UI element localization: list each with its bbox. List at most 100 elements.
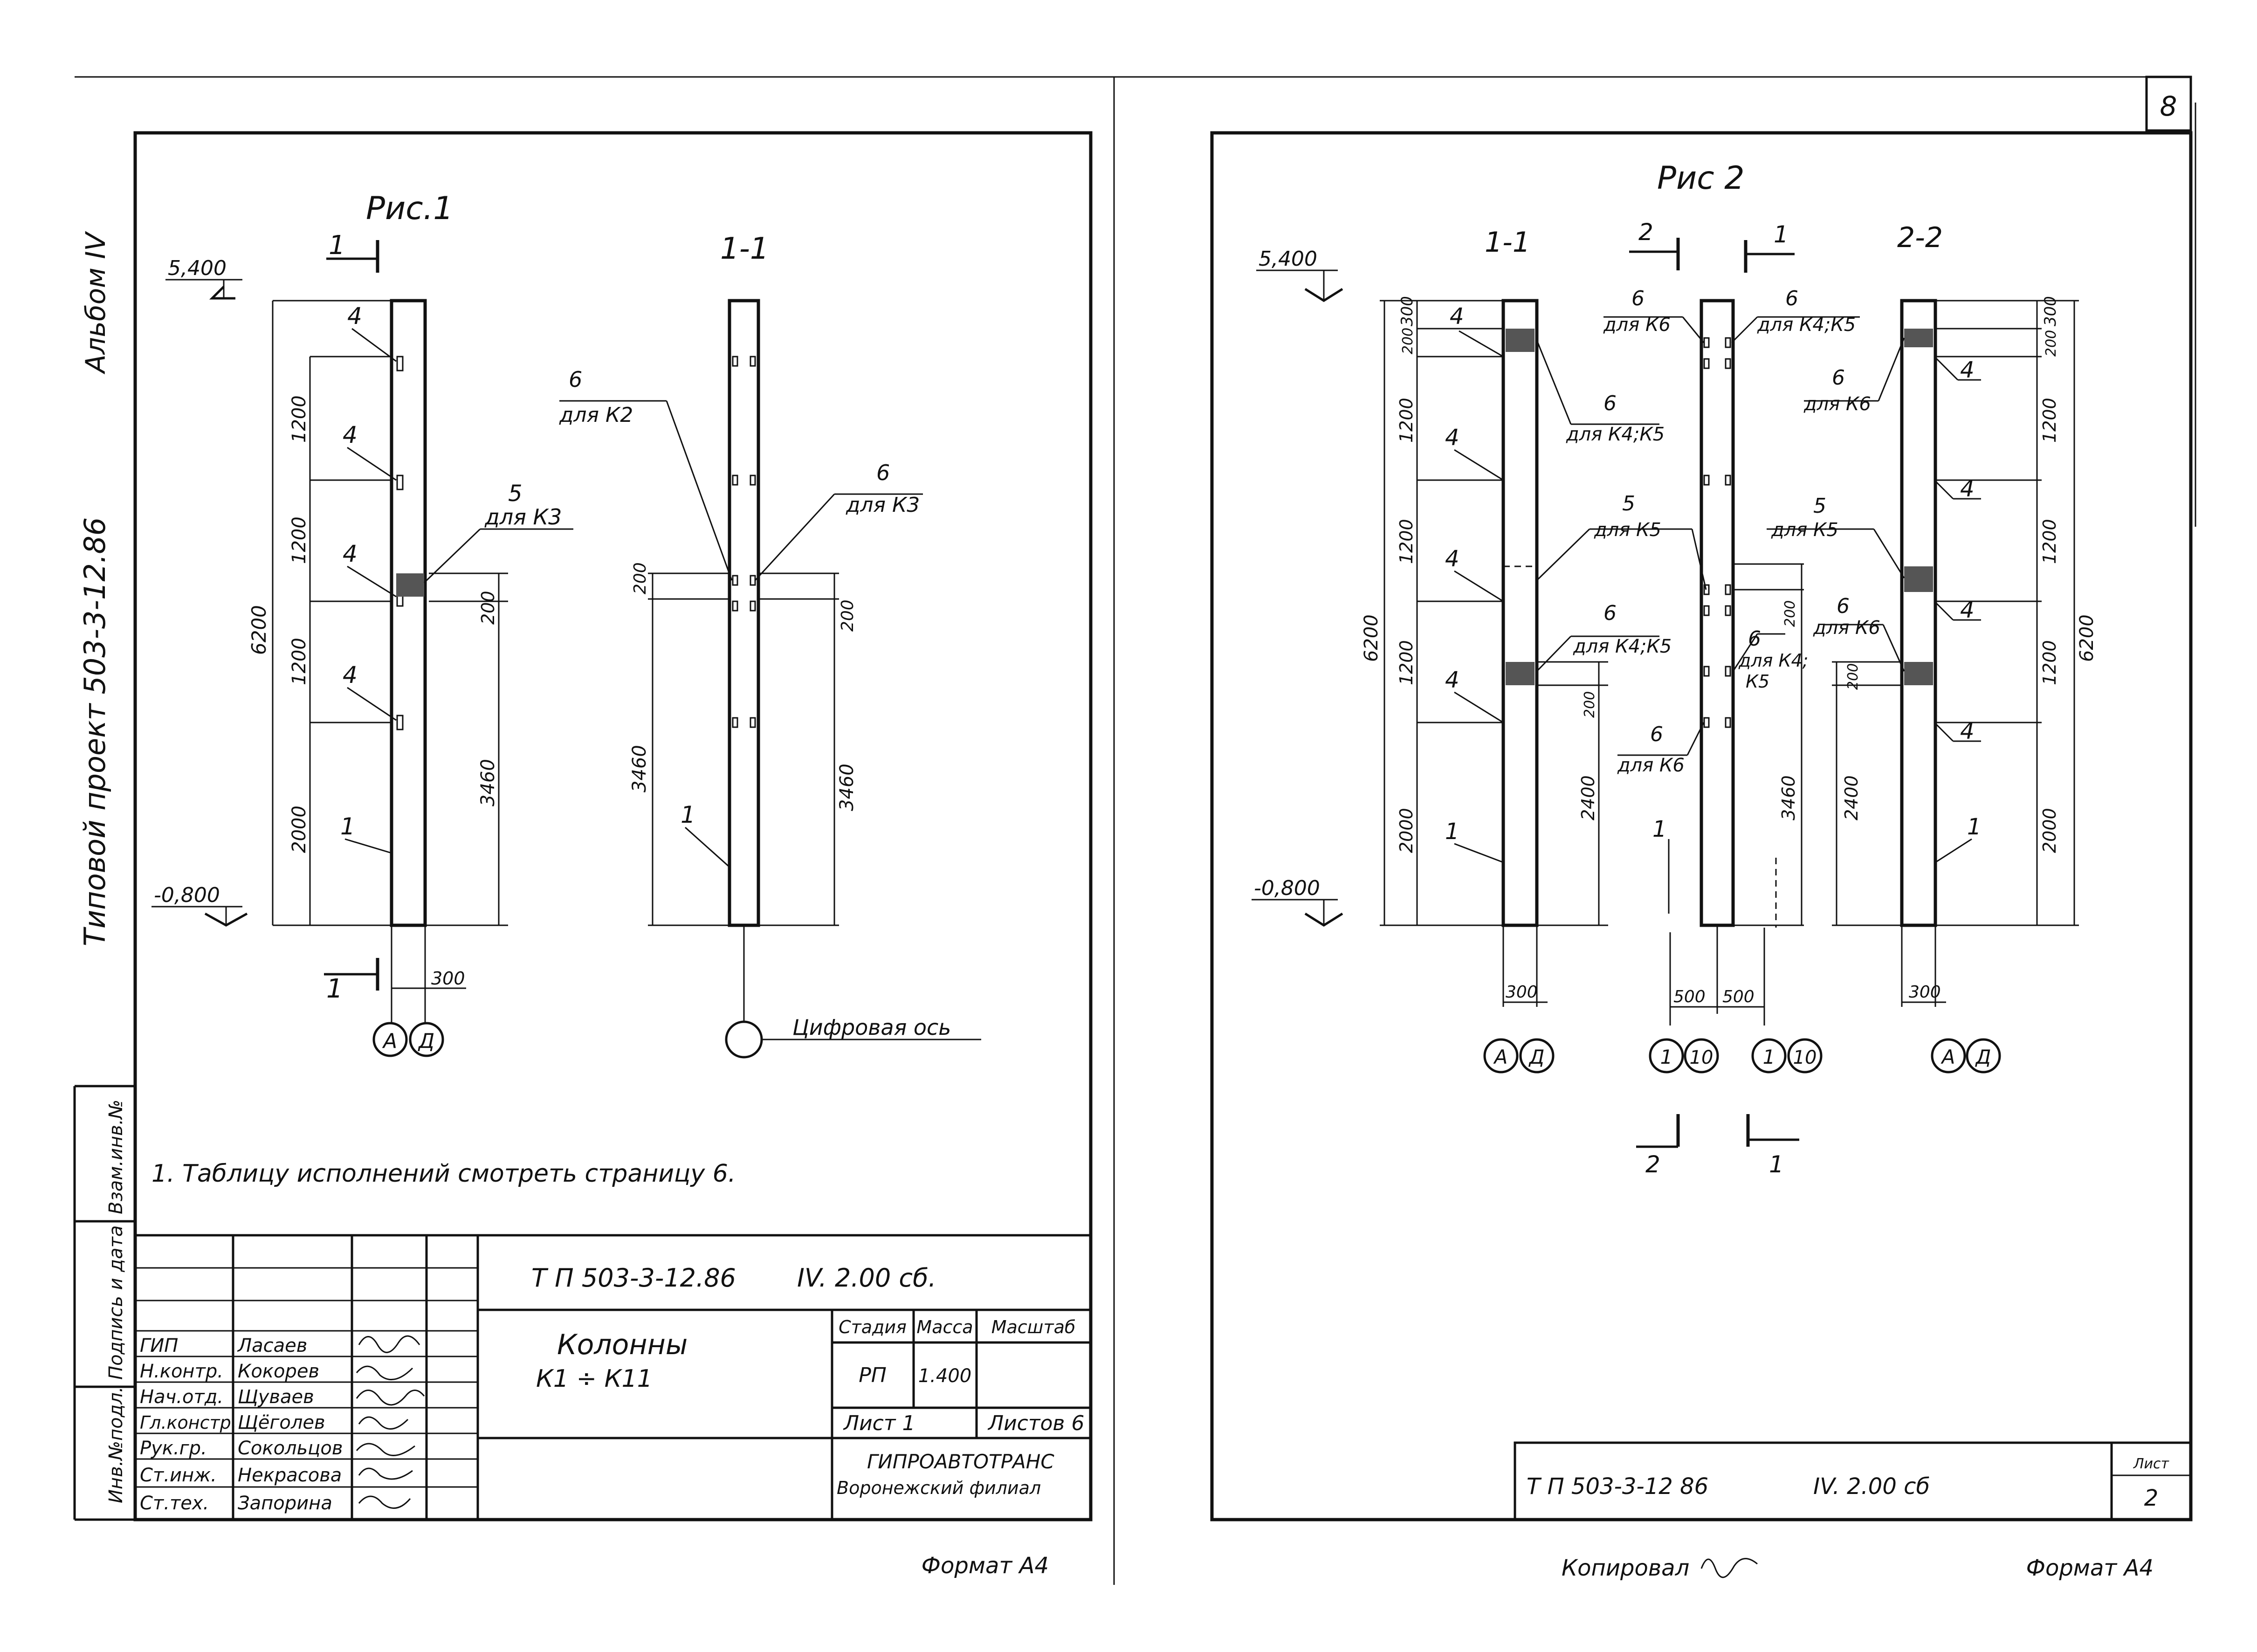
svg-text:Нач.отд.: Нач.отд. <box>140 1386 223 1408</box>
svg-text:500: 500 <box>1673 987 1706 1006</box>
svg-text:К5: К5 <box>1746 671 1769 692</box>
svg-text:Масштаб: Масштаб <box>991 1317 1076 1337</box>
svg-text:1200: 1200 <box>2039 398 2060 443</box>
svg-text:для К2: для К2 <box>559 403 633 427</box>
svg-text:300: 300 <box>1398 296 1417 326</box>
svg-text:200: 200 <box>1782 600 1798 627</box>
axis-bubble-digital <box>725 1020 763 1059</box>
svg-text:1: 1 <box>1652 816 1667 842</box>
column-fig2-sec22 <box>1900 299 1937 927</box>
svg-text:Ст.инж.: Ст.инж. <box>140 1465 217 1486</box>
tb-name: Колонны <box>557 1328 688 1361</box>
column-fig2-sec11 <box>1501 299 1539 927</box>
svg-text:Запорина: Запорина <box>238 1493 332 1514</box>
svg-text:Лист: Лист <box>2133 1456 2170 1472</box>
svg-text:для К6: для К6 <box>1813 617 1880 639</box>
level-top: 5,400 <box>168 256 227 280</box>
tb-stage: РП <box>859 1363 887 1387</box>
svg-text:5,400: 5,400 <box>1259 247 1317 271</box>
svg-text:2000: 2000 <box>289 805 310 853</box>
svg-text:Стадия: Стадия <box>839 1317 907 1337</box>
column-section11 <box>728 299 760 927</box>
svg-text:4: 4 <box>343 421 358 448</box>
svg-text:для К6: для К6 <box>1617 755 1685 776</box>
svg-text:5: 5 <box>1813 494 1826 518</box>
svg-text:4: 4 <box>1450 303 1464 330</box>
svg-text:Д: Д <box>418 1029 434 1053</box>
svg-text:3460: 3460 <box>629 745 650 792</box>
svg-text:2-2: 2-2 <box>1897 221 1943 254</box>
svg-text:1: 1 <box>326 974 343 1004</box>
svg-text:1200: 1200 <box>289 516 310 564</box>
tb-sheets: Листов 6 <box>987 1411 1084 1435</box>
svg-text:Д: Д <box>1528 1046 1545 1068</box>
svg-text:1200: 1200 <box>1396 640 1417 685</box>
svg-text:6200: 6200 <box>248 605 270 655</box>
right-tb-sheet-no: 2 <box>2144 1485 2159 1511</box>
svg-text:200: 200 <box>1845 663 1861 690</box>
svg-text:300: 300 <box>2041 296 2060 326</box>
copied-label: Копировал <box>1562 1555 1689 1581</box>
svg-text:для К4;К5: для К4;К5 <box>1566 424 1665 445</box>
svg-text:ГИП: ГИП <box>140 1335 178 1356</box>
svg-text:1: 1 <box>1769 1151 1784 1178</box>
svg-text:500: 500 <box>1722 987 1755 1006</box>
svg-text:1: 1 <box>340 813 355 840</box>
svg-text:200: 200 <box>1582 691 1598 718</box>
tb-sheet: Лист 1 <box>843 1411 915 1435</box>
digital-axis-label: Цифровая ось <box>792 1015 951 1040</box>
tb-mass: 1.400 <box>918 1365 972 1387</box>
plate-pos5 <box>396 573 424 597</box>
svg-text:1200: 1200 <box>1396 398 1417 443</box>
svg-text:4: 4 <box>1960 718 1975 744</box>
svg-text:2: 2 <box>1645 1151 1660 1178</box>
right-tb-code: Т П 503-3-12 86 <box>1527 1473 1708 1500</box>
svg-text:300: 300 <box>431 968 465 989</box>
right-tb-sheet-code: IV. 2.00 сб <box>1813 1473 1930 1500</box>
figure2-title: Рис 2 <box>1657 160 1744 197</box>
figure1-title: Рис.1 <box>366 190 453 227</box>
svg-text:4: 4 <box>1960 476 1975 502</box>
svg-text:5: 5 <box>1622 492 1635 516</box>
svg-text:6: 6 <box>1631 287 1645 310</box>
svg-text:4: 4 <box>343 661 358 688</box>
svg-text:5: 5 <box>508 481 523 507</box>
svg-text:1: 1 <box>1763 1046 1775 1068</box>
stamp-sign-label: Подпись и дата <box>105 1225 127 1380</box>
svg-text:200: 200 <box>478 591 498 625</box>
svg-text:6: 6 <box>1603 601 1617 625</box>
column-elevation <box>390 299 427 927</box>
project-side-label: Типовой проект 503-3-12.86 <box>78 517 112 946</box>
svg-text:1200: 1200 <box>1396 519 1417 564</box>
column-fig2-middle <box>1700 299 1735 927</box>
svg-text:1200: 1200 <box>2039 519 2060 564</box>
svg-text:10: 10 <box>1793 1047 1817 1068</box>
svg-text:1: 1 <box>1967 814 1982 840</box>
svg-text:для К6: для К6 <box>1603 314 1671 336</box>
svg-text:3460: 3460 <box>836 764 858 811</box>
svg-text:1200: 1200 <box>289 638 310 685</box>
svg-text:А: А <box>1493 1046 1508 1068</box>
svg-text:для К3: для К3 <box>484 504 562 530</box>
svg-text:6: 6 <box>1650 723 1663 746</box>
svg-text:2000: 2000 <box>1396 808 1417 853</box>
svg-text:Щёголев: Щёголев <box>238 1412 325 1433</box>
svg-text:для К4;К5: для К4;К5 <box>1573 636 1672 657</box>
svg-text:Ст.тех.: Ст.тех. <box>140 1493 209 1514</box>
svg-text:4: 4 <box>1445 667 1459 693</box>
svg-text:для К3: для К3 <box>846 493 920 517</box>
svg-text:Кокорев: Кокорев <box>238 1361 319 1382</box>
section11-title: 1-1 <box>720 232 769 266</box>
tb-code: Т П 503-3-12.86 <box>531 1263 736 1293</box>
svg-text:1200: 1200 <box>289 395 310 443</box>
svg-text:300: 300 <box>1506 983 1538 1002</box>
left-format-label: Формат А4 <box>922 1553 1049 1579</box>
svg-text:1: 1 <box>1445 819 1459 845</box>
sheet-number: 8 <box>2160 90 2177 122</box>
svg-text:Н.контр.: Н.контр. <box>140 1361 223 1382</box>
svg-text:А: А <box>1940 1046 1955 1068</box>
svg-text:1: 1 <box>1660 1046 1673 1068</box>
svg-text:1: 1 <box>1774 221 1789 248</box>
stamp-inv-label: Инв.№подл. <box>105 1386 127 1503</box>
svg-text:3460: 3460 <box>1778 775 1799 820</box>
